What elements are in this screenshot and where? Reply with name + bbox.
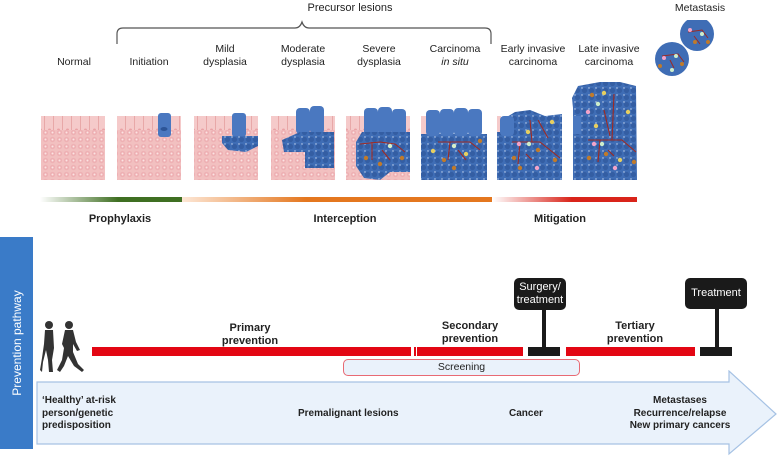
- tissue-illustrations: [41, 82, 637, 180]
- tertiary-prevention-bar: [566, 347, 695, 356]
- tissue-normal: [41, 116, 105, 180]
- secondary-prevention-bar-a: [414, 347, 416, 356]
- primary-prevention-bar: [92, 347, 411, 356]
- secondary-prevention-bar: [417, 347, 523, 356]
- interception-bar: [182, 197, 492, 202]
- tissue-initiation: [117, 113, 181, 180]
- disease-progression-arrow: [36, 370, 777, 456]
- precursor-bracket: [116, 20, 492, 44]
- stage-label-initiation: Initiation: [129, 56, 169, 68]
- arrow-label-cancer: Cancer: [509, 408, 543, 419]
- surgery-bar: [528, 347, 560, 356]
- prevention-pathway-panel: Prevention pathway: [0, 237, 33, 449]
- phase-label-interception: Interception: [313, 213, 377, 225]
- precursor-lesions-label: Precursor lesions: [307, 2, 393, 14]
- tissue-late-invasive: [572, 82, 637, 180]
- tissue-severe-dysplasia: [346, 107, 410, 180]
- prevention-pathway-label: Prevention pathway: [9, 290, 24, 396]
- treatment-bar: [700, 347, 732, 356]
- prophylaxis-bar: [40, 197, 182, 202]
- tissue-carcinoma-in-situ: [421, 108, 487, 180]
- treatment-sign-post: [715, 308, 719, 348]
- mitigation-bar: [492, 197, 637, 202]
- phase-label-prophylaxis: Prophylaxis: [88, 213, 152, 225]
- tissue-mild-dysplasia: [194, 113, 258, 180]
- surgery-sign-post: [542, 308, 546, 348]
- phase-label-mitigation: Mitigation: [534, 213, 586, 225]
- metastasis-label: Metastasis: [674, 2, 726, 14]
- screening-bar: Screening: [343, 359, 580, 376]
- treatment-sign: Treatment: [685, 278, 747, 309]
- metastasis-illustration: [655, 20, 714, 76]
- arrow-label-premalignant: Premalignant lesions: [298, 408, 399, 419]
- tissue-early-invasive: [497, 110, 562, 180]
- surgery-treatment-sign: Surgery/treatment: [514, 278, 566, 310]
- walking-people-icon: [40, 321, 84, 372]
- tissue-moderate-dysplasia: [271, 106, 335, 180]
- stage-label-normal: Normal: [57, 56, 91, 68]
